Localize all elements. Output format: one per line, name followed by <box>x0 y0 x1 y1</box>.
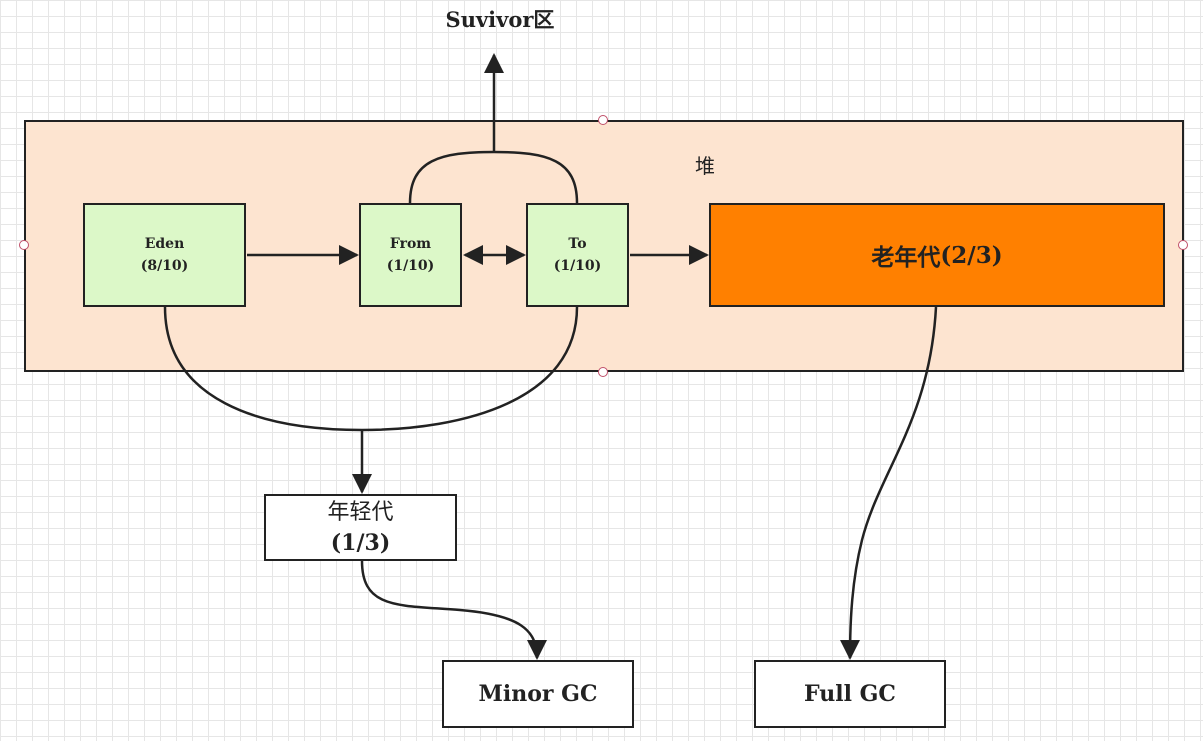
young-gen-name: 年轻代 <box>327 499 394 525</box>
from-ratio: (1/10) <box>386 258 435 274</box>
heap-left-handle[interactable] <box>19 240 29 250</box>
eden-box[interactable]: Eden (8/10) <box>83 203 246 307</box>
heap-bottom-handle[interactable] <box>598 367 608 377</box>
heap-right-handle[interactable] <box>1178 240 1188 250</box>
heap-top-handle[interactable] <box>598 115 608 125</box>
young-gen-ratio: (1/3) <box>330 529 391 556</box>
minor-gc-label: Minor GC <box>478 681 598 707</box>
full-gc-label: Full GC <box>804 681 896 707</box>
eden-ratio: (8/10) <box>140 258 189 274</box>
full-gc-box[interactable]: Full GC <box>754 660 946 728</box>
young-to-minor-gc-arrow <box>360 560 547 660</box>
eden-name: Eden <box>144 236 185 252</box>
to-name: To <box>568 236 587 252</box>
to-ratio: (1/10) <box>553 258 602 274</box>
young-gen-box[interactable]: 年轻代 (1/3) <box>264 494 457 561</box>
survivor-label: Suvivor区 <box>445 7 555 32</box>
from-box[interactable]: From (1/10) <box>359 203 462 307</box>
to-box[interactable]: To (1/10) <box>526 203 629 307</box>
from-name: From <box>389 236 432 252</box>
minor-gc-box[interactable]: Minor GC <box>442 660 634 728</box>
heap-label: 堆 <box>695 154 715 178</box>
old-gen-box[interactable]: 老年代 (2/3) <box>709 203 1165 307</box>
old-gen-ratio: (2/3) <box>940 241 1003 269</box>
old-gen-name: 老年代 <box>871 244 941 271</box>
